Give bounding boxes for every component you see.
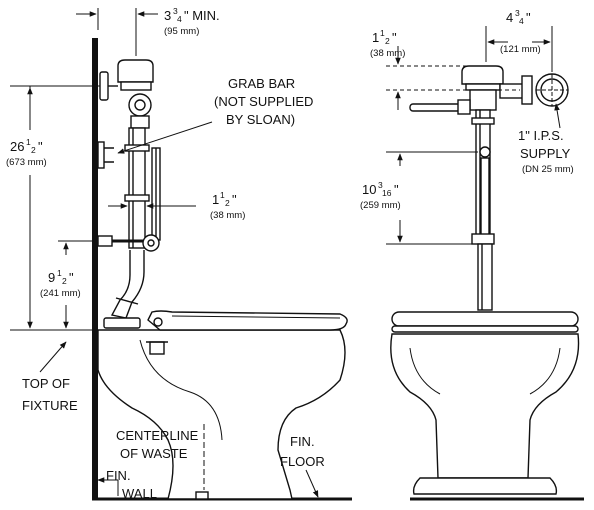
r-dim-10-num: 3 [378, 180, 383, 190]
r-dim-4-75-den: 4 [519, 16, 524, 26]
right-view [386, 26, 584, 501]
dim-1-5-den: 2 [225, 198, 230, 208]
spud-connection [110, 250, 145, 319]
handle-mount [99, 71, 109, 101]
fin-floor-line1: FIN. [290, 434, 315, 449]
r-dim-10-den: 16 [382, 188, 392, 198]
min-dim-num: 3 [173, 6, 178, 16]
r-dim-10-whole: 10 [362, 182, 376, 197]
dim-9-whole: 9 [48, 270, 55, 285]
right-base [412, 477, 558, 495]
grab-bar-flange [97, 141, 105, 169]
top-of-fixture-line1: TOP OF [22, 376, 70, 391]
flush-handle [409, 103, 461, 112]
fin-wall-line2: WALL [122, 486, 157, 501]
grab-bar-line1: GRAB BAR [228, 76, 295, 91]
top-of-fixture-line2: FIXTURE [22, 398, 78, 413]
r-dim-10-inch: " [394, 182, 399, 197]
centerline-line1: CENTERLINE [116, 428, 199, 443]
r-dim-4-75-whole: 4 [506, 10, 513, 25]
flush-valve-body [117, 59, 154, 83]
r-dim-10-metric: (259 mm) [360, 200, 401, 211]
grab-bar-line2: (NOT SUPPLIED [214, 94, 313, 109]
dim-9-inch: " [69, 270, 74, 285]
min-dim-den: 4 [177, 14, 182, 24]
dim-26-whole: 26 [10, 139, 24, 154]
control-stop [128, 93, 152, 117]
dim-1-5-num: 1 [220, 190, 225, 200]
r-dim-4-75-num: 3 [515, 8, 520, 18]
toilet-seat [147, 310, 348, 331]
right-labels: 1 1 2 " (38 mm) 4 3 4 " (121 mm) 1" I.P.… [360, 8, 574, 211]
dim-26-num: 1 [26, 137, 31, 147]
supply-line1: 1" I.P.S. [518, 128, 564, 143]
r-dim-4-75-inch: " [526, 10, 531, 25]
left-labels: 3 3 4 " MIN. (95 mm) GRAB BAR (NOT SUPPL… [6, 6, 325, 501]
centerline-line2: OF WASTE [120, 446, 188, 461]
min-dim-whole: 3 [164, 8, 171, 23]
fin-wall-line1: FIN. [106, 468, 131, 483]
dim-1-5-whole: 1 [212, 192, 219, 207]
r-dim-1-5-den: 2 [385, 36, 390, 46]
dim-26-inch: " [38, 139, 43, 154]
right-bowl [390, 333, 580, 479]
dim-26-den: 2 [31, 145, 36, 155]
supply-line2: SUPPLY [520, 146, 571, 161]
left-view [10, 8, 352, 501]
dim-9-metric: (241 mm) [40, 288, 81, 299]
dim-9-den: 2 [62, 276, 67, 286]
dim-9-num: 1 [57, 268, 62, 278]
r-dim-1-5-metric: (38 mm) [370, 48, 405, 59]
dim-1-5-metric: (38 mm) [210, 210, 245, 221]
fin-floor-line2: FLOOR [280, 454, 325, 469]
min-dim-suffix: " MIN. [184, 8, 220, 23]
r-dim-1-5-num: 1 [380, 28, 385, 38]
min-dim-metric: (95 mm) [164, 26, 199, 37]
finished-wall [92, 38, 98, 500]
right-flush-valve [461, 65, 504, 85]
r-dim-1-5-inch: " [392, 30, 397, 45]
grab-bar-line3: BY SLOAN) [226, 112, 295, 127]
toilet-bowl [97, 329, 346, 500]
right-seat [391, 311, 579, 327]
dim-26-metric: (673 mm) [6, 157, 47, 168]
r-dim-4-75-metric: (121 mm) [500, 44, 541, 55]
dim-1-5-inch: " [232, 192, 237, 207]
r-dim-1-5-whole: 1 [372, 30, 379, 45]
supply-line3: (DN 25 mm) [522, 164, 574, 175]
